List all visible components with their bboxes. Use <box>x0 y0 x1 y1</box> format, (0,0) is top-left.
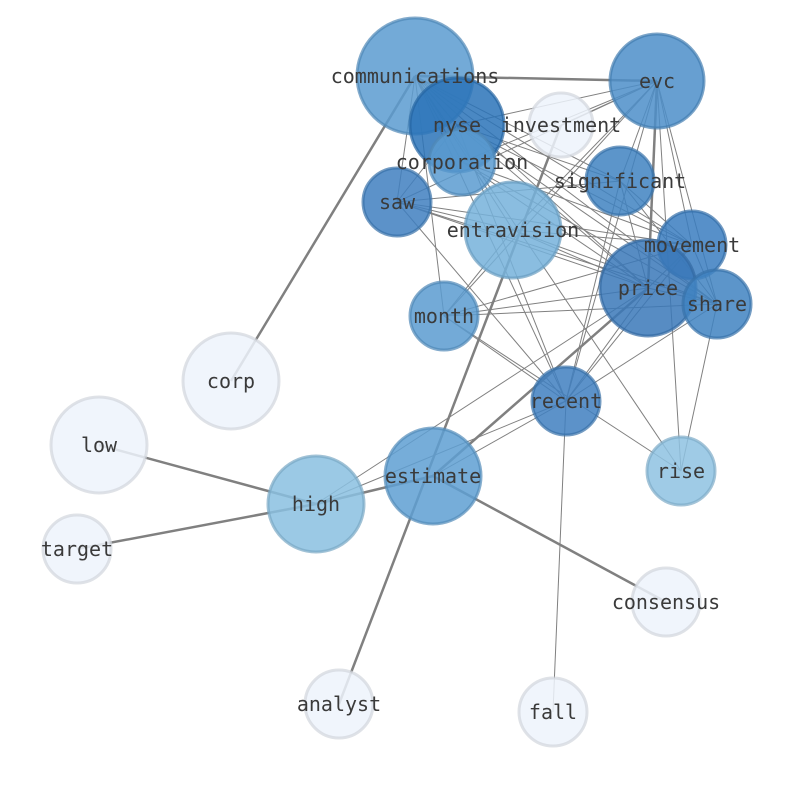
node-label-high: high <box>292 492 340 516</box>
node-label-target: target <box>41 537 113 561</box>
node-label-corp: corp <box>207 369 255 393</box>
node-recent <box>530 365 602 437</box>
node-fall <box>517 676 589 748</box>
node-share <box>681 268 753 340</box>
node-label-month: month <box>414 304 474 328</box>
node-label-evc: evc <box>639 69 675 93</box>
edge-significant-recent <box>565 180 621 402</box>
nodes-layer <box>41 16 753 748</box>
node-corp <box>181 331 281 431</box>
edge-recent-fall <box>552 400 567 713</box>
node-low <box>49 395 149 495</box>
node-investment <box>527 91 595 159</box>
node-saw <box>361 166 433 238</box>
node-entravision <box>463 180 563 280</box>
node-target <box>41 513 113 585</box>
node-label-entravision: entravision <box>447 218 579 242</box>
node-evc <box>608 32 706 130</box>
node-label-recent: recent <box>530 389 602 413</box>
node-label-movement: movement <box>644 233 740 257</box>
node-label-price: price <box>618 276 678 300</box>
node-label-saw: saw <box>379 190 416 214</box>
node-label-corporation: corporation <box>396 150 528 174</box>
edge-price-high <box>315 287 649 505</box>
node-estimate <box>383 426 483 526</box>
node-significant <box>584 145 656 217</box>
labels-layer: communications evc nyse investment corporati… <box>41 64 747 724</box>
node-month <box>408 280 480 352</box>
edge-corporation-movement <box>461 161 693 246</box>
node-label-rise: rise <box>657 459 705 483</box>
node-consensus <box>630 566 702 638</box>
node-label-investment: investment <box>501 113 621 137</box>
node-analyst <box>303 668 375 740</box>
node-corporation <box>427 127 497 197</box>
node-label-estimate: estimate <box>385 464 481 488</box>
node-label-share: share <box>687 292 747 316</box>
node-rise <box>645 435 717 507</box>
node-label-nyse: nyse <box>433 113 481 137</box>
node-label-low: low <box>81 433 118 457</box>
node-high <box>266 454 366 554</box>
node-label-fall: fall <box>529 700 577 724</box>
node-label-consensus: consensus <box>612 590 720 614</box>
edge-saw-recent <box>396 201 567 402</box>
node-label-communications: communications <box>331 64 500 88</box>
node-label-significant: significant <box>554 169 686 193</box>
node-label-analyst: analyst <box>297 692 381 716</box>
